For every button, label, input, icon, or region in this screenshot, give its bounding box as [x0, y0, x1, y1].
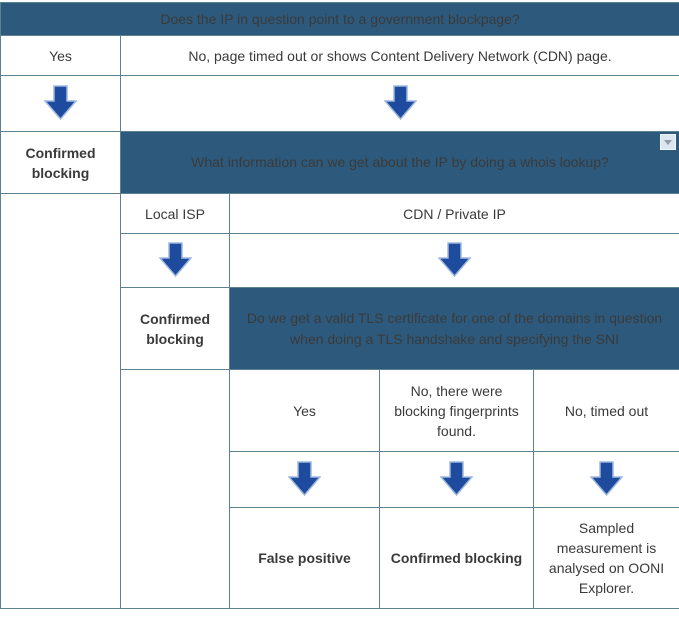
q3-answer-fingerprints: No, there were blocking fingerprints fou…: [379, 369, 534, 452]
question-2-text: What information can we get about the IP…: [191, 154, 609, 170]
outcome-confirmed-blocking-2: Confirmed blocking: [120, 287, 230, 370]
down-arrow-icon: [43, 84, 78, 120]
down-arrow-icon: [439, 460, 474, 496]
decision-table: Does the IP in question point to a gover…: [0, 2, 679, 609]
outcome-false-positive: False positive: [229, 507, 380, 609]
down-arrow-icon: [589, 460, 624, 496]
q3-answer-timed-out: No, timed out: [533, 369, 679, 452]
q1-answer-yes: Yes: [0, 35, 121, 76]
dropdown-arrow-icon: [664, 139, 672, 145]
outcome-confirmed-blocking-3: Confirmed blocking: [379, 507, 534, 609]
arrow-cell: [533, 451, 679, 508]
question-2-header: What information can we get about the IP…: [120, 131, 679, 194]
q2-answer-local-isp: Local ISP: [120, 193, 230, 234]
arrow-cell: [0, 75, 121, 132]
outcome-sampled-measurement: Sampled measurement is analysed on OONI …: [533, 507, 679, 609]
arrow-cell: [229, 233, 679, 288]
q3-answer-yes: Yes: [229, 369, 380, 452]
dropdown-button[interactable]: [660, 134, 676, 150]
outcome-confirmed-blocking-1: Confirmed blocking: [0, 131, 121, 194]
down-arrow-icon: [437, 241, 472, 277]
arrow-cell: [120, 75, 679, 132]
arrow-cell: [120, 233, 230, 288]
down-arrow-icon: [157, 241, 193, 277]
arrow-cell: [379, 451, 534, 508]
down-arrow-icon: [287, 460, 322, 496]
question-1-header: Does the IP in question point to a gover…: [0, 2, 679, 36]
question-3-header: Do we get a valid TLS certificate for on…: [229, 287, 679, 370]
empty-cell-col1: [0, 193, 121, 609]
q1-answer-no: No, page timed out or shows Content Deli…: [120, 35, 679, 76]
arrow-cell: [229, 451, 380, 508]
down-arrow-icon: [382, 84, 418, 120]
q2-answer-cdn-private-ip: CDN / Private IP: [229, 193, 679, 234]
empty-cell-col2: [120, 369, 230, 609]
